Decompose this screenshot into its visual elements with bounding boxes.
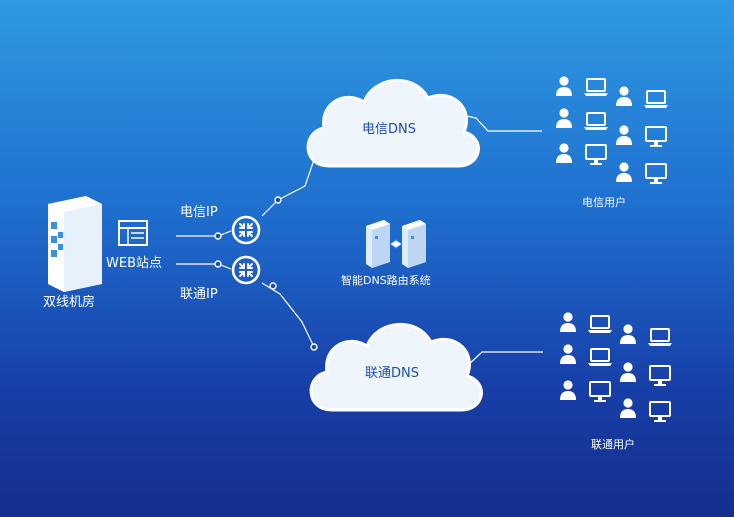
user-icon xyxy=(556,143,572,163)
unicom-ip-label: 联通IP xyxy=(180,287,218,302)
user-icon xyxy=(560,312,576,332)
laptop-icon xyxy=(583,78,609,97)
web-site-label: WEB站点 xyxy=(106,256,162,271)
telecom-user-group xyxy=(556,76,669,185)
monitor-icon xyxy=(649,401,671,423)
user-icon xyxy=(616,86,632,106)
unicom-users-label: 联通用户 xyxy=(591,438,635,451)
laptop-icon xyxy=(587,348,613,367)
unicom-user-group xyxy=(560,312,673,423)
telecom-ip-label: 电信IP xyxy=(180,205,218,220)
user-icon xyxy=(620,362,636,382)
monitor-icon xyxy=(589,381,611,403)
monitor-icon xyxy=(645,163,667,185)
monitor-icon xyxy=(645,126,667,148)
user-icon xyxy=(556,76,572,96)
laptop-icon xyxy=(647,328,673,347)
laptop-icon xyxy=(583,112,609,131)
telecom-users-label: 电信用户 xyxy=(582,196,626,209)
user-icon xyxy=(620,324,636,344)
laptop-icon xyxy=(587,315,613,334)
laptop-icon xyxy=(643,90,669,109)
user-icon xyxy=(616,162,632,182)
monitor-icon xyxy=(649,365,671,387)
browser-window-icon xyxy=(118,220,148,246)
user-icon xyxy=(616,125,632,145)
user-icon xyxy=(556,108,572,128)
router-icon xyxy=(231,255,261,285)
user-icon xyxy=(620,398,636,418)
dns-router-label: 智能DNS路由系统 xyxy=(341,274,431,287)
datacenter-label: 双线机房 xyxy=(43,295,96,310)
telecom-dns-label: 电信DNS xyxy=(362,122,416,137)
user-icon xyxy=(560,344,576,364)
server-tower-icon xyxy=(48,196,102,292)
monitor-icon xyxy=(585,144,607,166)
user-icon xyxy=(560,380,576,400)
unicom-dns-label: 联通DNS xyxy=(365,366,419,381)
dns-server-icon xyxy=(366,220,426,268)
router-icon xyxy=(231,215,261,245)
